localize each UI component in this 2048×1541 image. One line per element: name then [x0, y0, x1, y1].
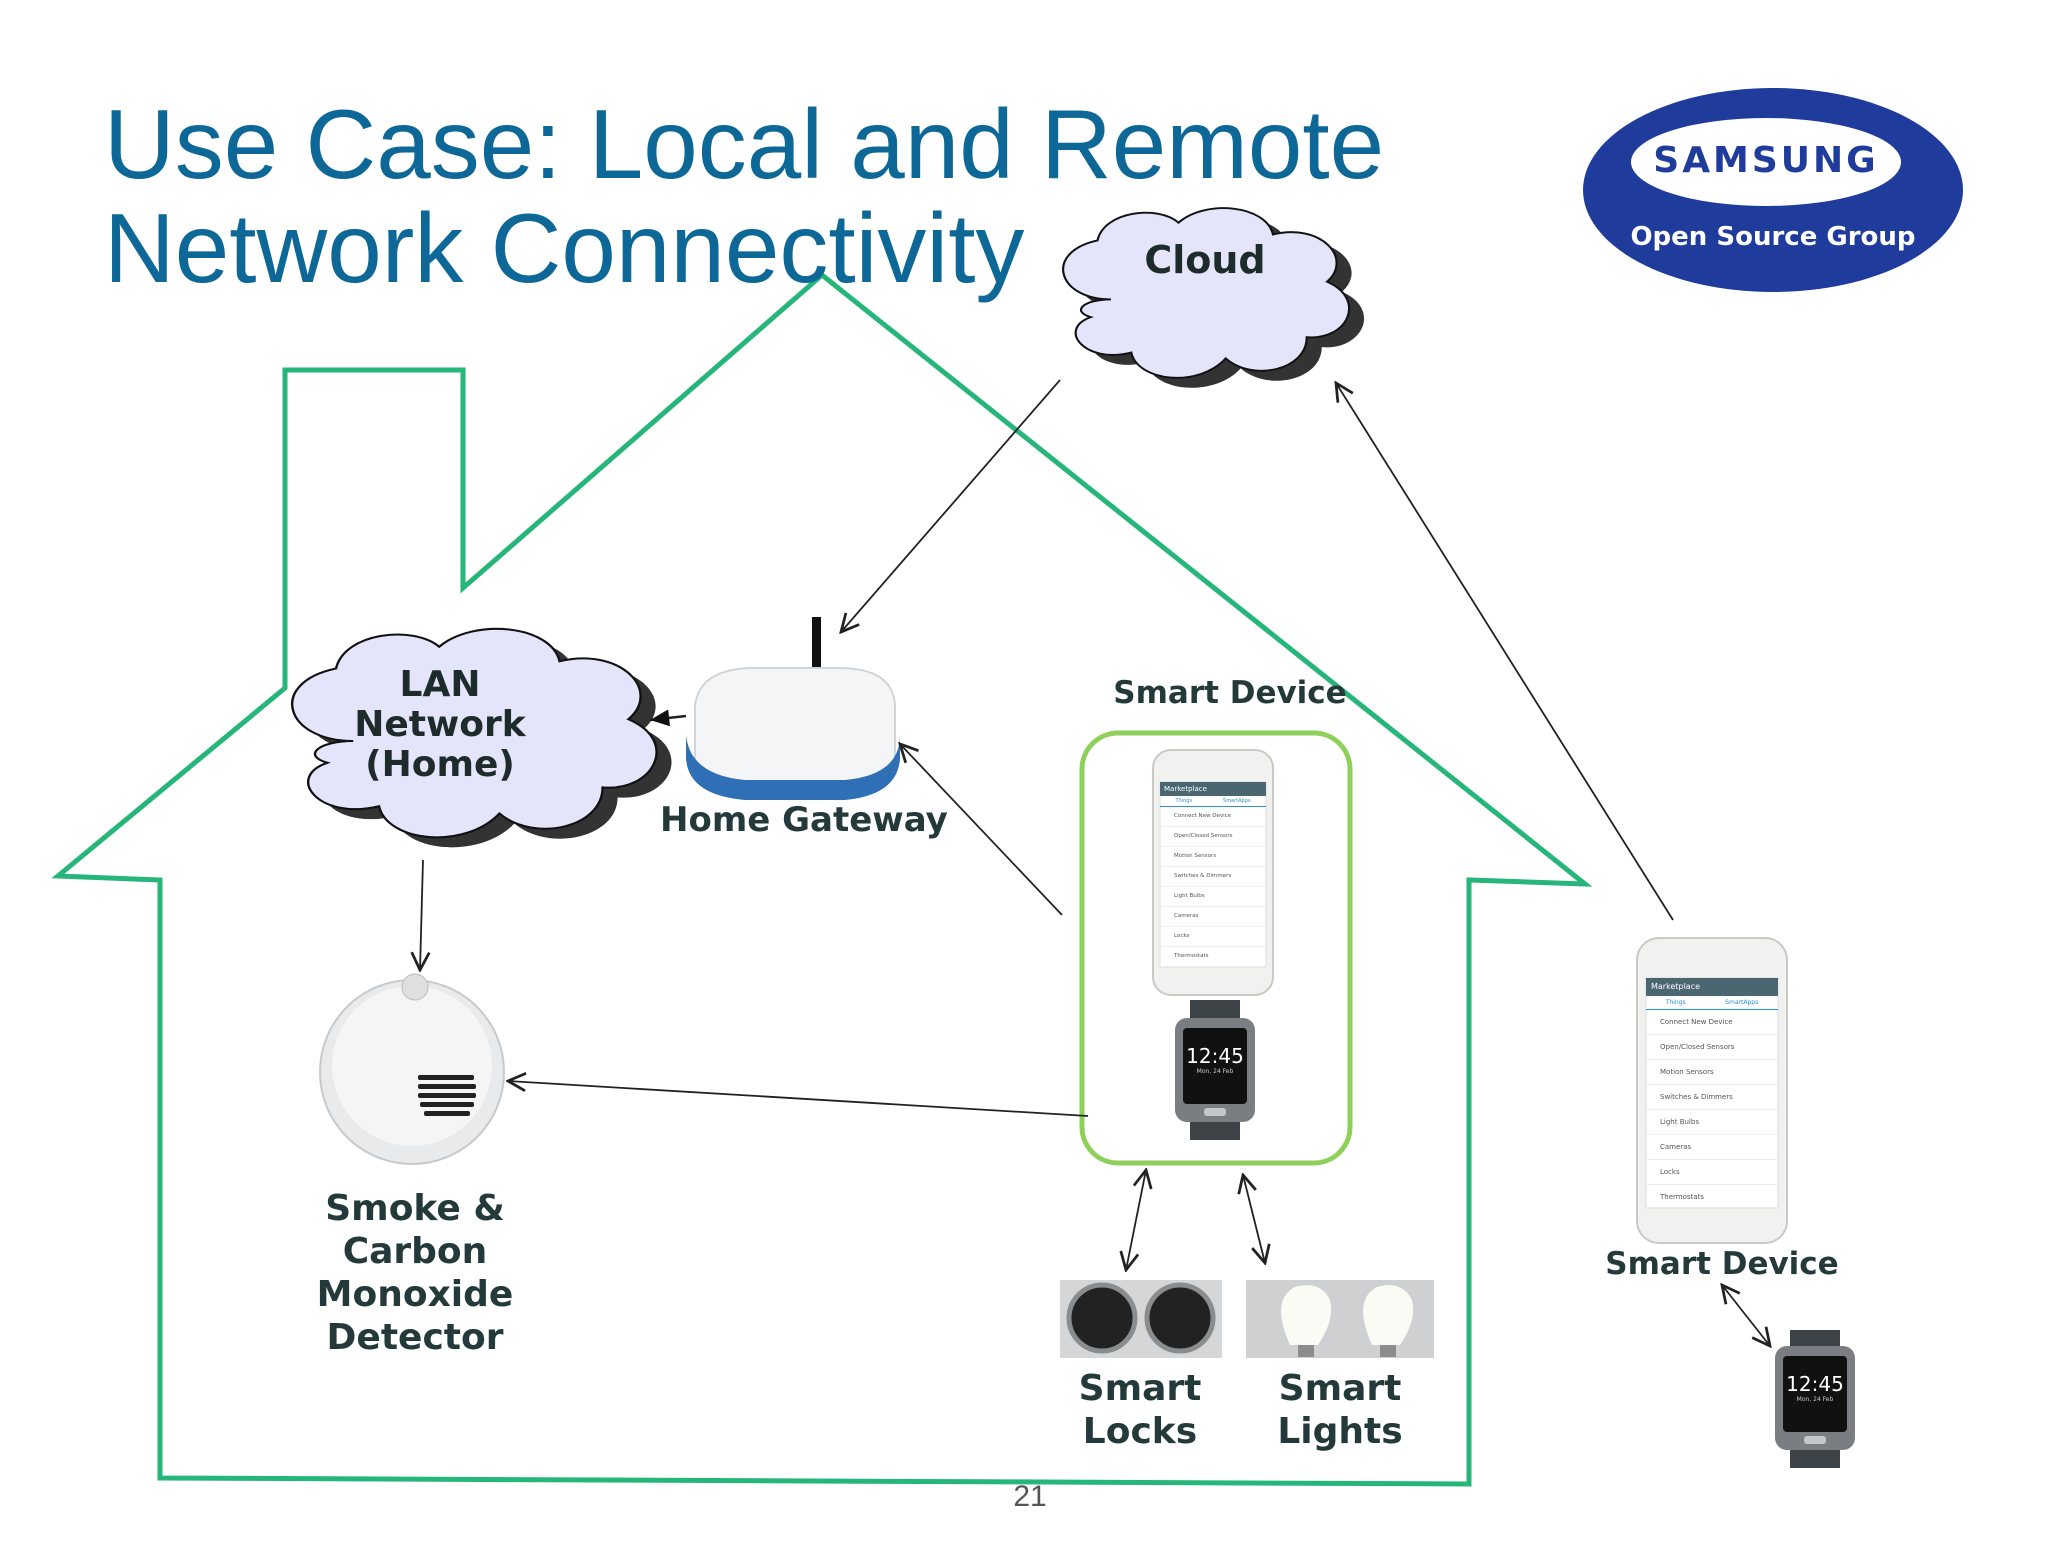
phone-outside-list-item[interactable]: Light Bulbs: [1646, 1110, 1778, 1135]
arrow-device-to-gateway: [900, 744, 1063, 916]
arrow-device-lights: [1243, 1175, 1265, 1263]
phone-outside-list-item[interactable]: Thermostats: [1646, 1185, 1778, 1208]
lan-label: LAN Network (Home): [354, 664, 526, 785]
phone-outside-list-item[interactable]: Locks: [1646, 1160, 1778, 1185]
watch-inside-date: Mon, 24 Feb: [1196, 1068, 1234, 1075]
smart-locks-device: [1060, 1280, 1222, 1358]
arrow-device-to-smoke: [508, 1081, 1089, 1117]
smoke-detector-device: [319, 973, 505, 1165]
phone-outside-list-item[interactable]: Connect New Device: [1646, 1010, 1778, 1035]
samsung-tagline: Open Source Group: [1630, 222, 1916, 252]
arrow-cloud-to-gateway: [841, 379, 1061, 632]
arrow-device-locks: [1126, 1170, 1146, 1270]
phone-outside-list-item[interactable]: Switches & Dimmers: [1646, 1085, 1778, 1110]
smart-device-outside-label: Smart Device: [1605, 1246, 1839, 1282]
smart-device-box: [1079, 730, 1353, 1166]
phone-outside-header: Marketplace: [1651, 982, 1701, 991]
arrow-lan-to-smoke: [420, 859, 423, 970]
phone-inside-tab-things[interactable]: Things: [1175, 798, 1193, 804]
phone-inside-tab-smartapps[interactable]: SmartApps: [1223, 798, 1251, 804]
slide-title: Use Case: Local and Remote Network Conne…: [104, 89, 1385, 303]
phone-inside-list-item[interactable]: Cameras: [1160, 907, 1266, 927]
phone-inside-list-item[interactable]: Motion Sensors: [1160, 847, 1266, 867]
watch-outside: [1775, 1330, 1855, 1468]
page-number: 21: [1013, 1480, 1047, 1513]
arrow-outside-device-to-cloud: [1336, 383, 1674, 921]
smart-locks-label: Smart Locks: [1078, 1368, 1202, 1452]
phone-inside-list-item[interactable]: Light Bulbs: [1160, 887, 1266, 907]
arrow-gateway-to-lan: [649, 709, 687, 727]
smart-lights-device: [1246, 1280, 1434, 1358]
house-outline: [51, 271, 1593, 1487]
smart-lights-label: Smart Lights: [1277, 1368, 1403, 1452]
watch-outside-date: Mon, 24 Feb: [1796, 1396, 1834, 1403]
watch-inside-time: 12:45: [1186, 1044, 1244, 1068]
phone-inside: [1152, 749, 1274, 996]
phone-outside-list-item[interactable]: Cameras: [1646, 1135, 1778, 1160]
phone-inside-list-item[interactable]: Switches & Dimmers: [1160, 867, 1266, 887]
phone-inside-header: Marketplace: [1164, 785, 1207, 793]
home-gateway-label: Home Gateway: [660, 800, 948, 840]
phone-inside-list-item[interactable]: Thermostats: [1160, 947, 1266, 967]
samsung-logo: [1583, 88, 1963, 292]
watch-outside-time: 12:45: [1786, 1372, 1844, 1396]
watch-inside: [1175, 1000, 1255, 1140]
phone-outside-tab-things[interactable]: Things: [1665, 999, 1686, 1006]
phone-outside-list-item[interactable]: Open/Closed Sensors: [1646, 1035, 1778, 1060]
arrow-outside-phone-watch: [1722, 1285, 1770, 1346]
phone-outside-tab-smartapps[interactable]: SmartApps: [1725, 999, 1759, 1006]
home-gateway-device: [686, 617, 900, 800]
samsung-wordmark: SAMSUNG: [1653, 140, 1879, 181]
phone-outside-screen: Marketplace Things SmartApps Connect New…: [1646, 978, 1778, 1208]
phone-inside-list-item[interactable]: Connect New Device: [1160, 807, 1266, 827]
cloud-label: Cloud: [1144, 238, 1266, 282]
smart-device-inside-label: Smart Device: [1113, 675, 1347, 711]
connectors: [420, 379, 1770, 1346]
phone-inside-list-item[interactable]: Open/Closed Sensors: [1160, 827, 1266, 847]
phone-outside-list-item[interactable]: Motion Sensors: [1646, 1060, 1778, 1085]
phone-outside: [1636, 937, 1788, 1244]
phone-inside-list-item[interactable]: Locks: [1160, 927, 1266, 947]
smoke-detector-label: Smoke & Carbon Monoxide Detector: [316, 1188, 514, 1358]
phone-inside-screen: Marketplace Things SmartApps Connect New…: [1160, 782, 1266, 967]
